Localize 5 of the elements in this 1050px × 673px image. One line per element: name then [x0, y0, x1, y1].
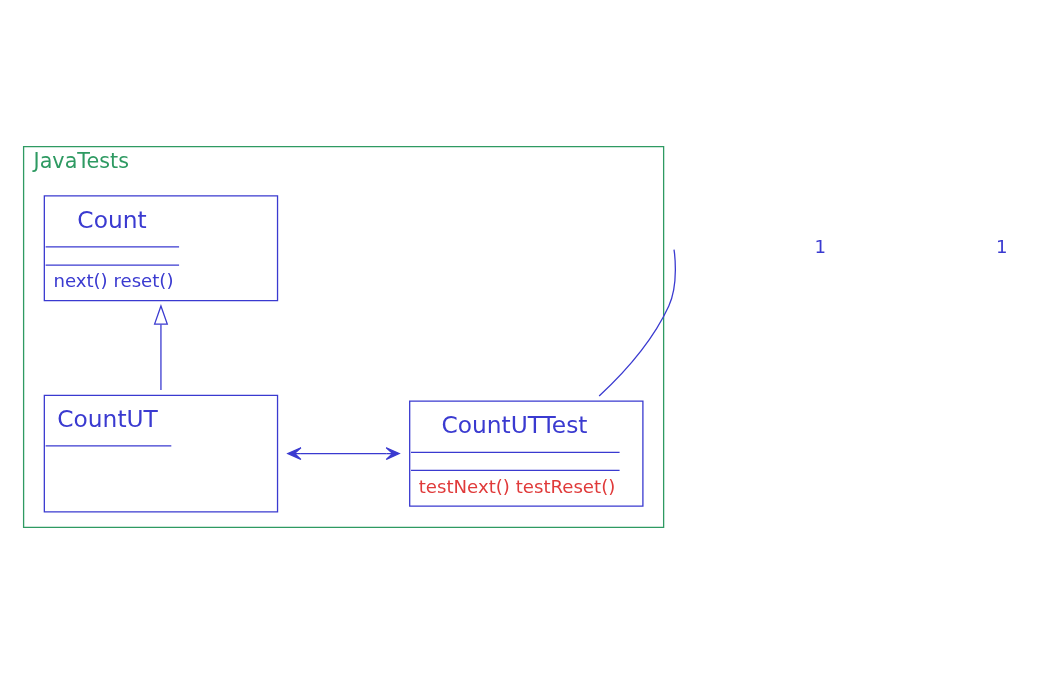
label: 1: [814, 235, 827, 257]
arrow: [153, 303, 169, 391]
arrow: [287, 446, 400, 460]
connector: [598, 248, 676, 397]
label: 1: [996, 235, 1008, 257]
